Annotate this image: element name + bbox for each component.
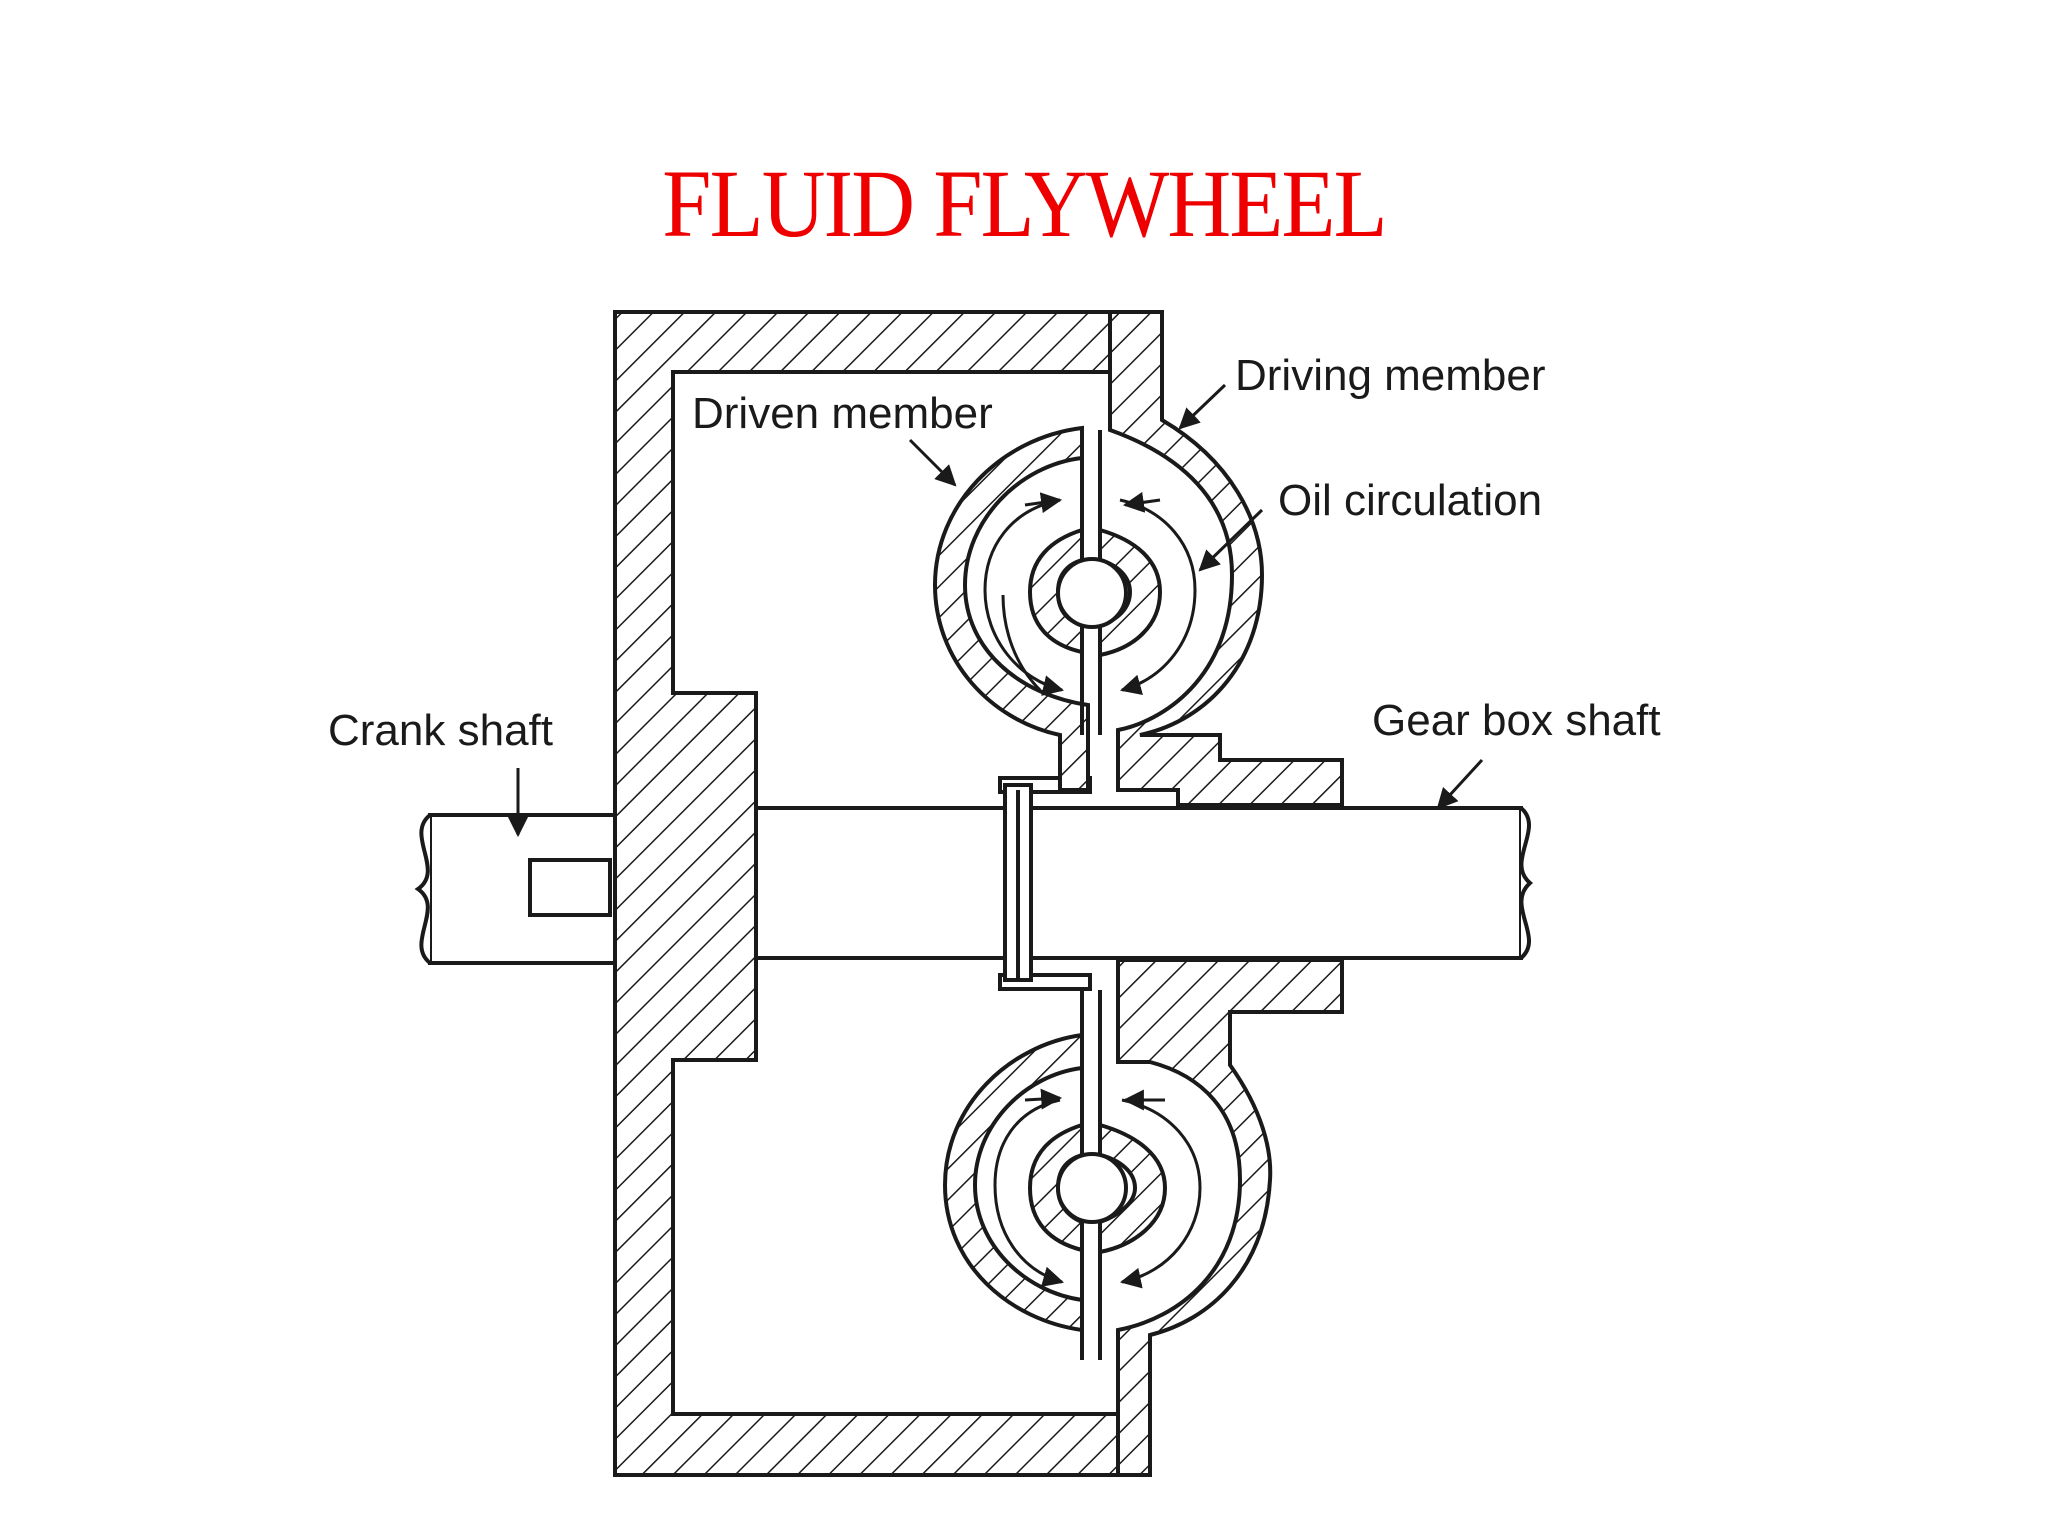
diagram-title: FLUID FLYWHEEL bbox=[662, 150, 1387, 257]
driving-member-leader bbox=[1178, 383, 1227, 430]
label-gear-box-shaft: Gear box shaft bbox=[1372, 696, 1661, 745]
oil-circulation-arrows-lower bbox=[993, 1088, 1202, 1289]
oil-circulation-leader bbox=[1198, 508, 1264, 572]
driving-member-lower bbox=[1116, 958, 1344, 1477]
driven-member-upper bbox=[932, 425, 1090, 792]
driving-inner-core-lower bbox=[1098, 1122, 1168, 1255]
leader-lines bbox=[507, 383, 1484, 838]
driving-inner-core-upper bbox=[1098, 527, 1163, 658]
driving-member-upper bbox=[1108, 310, 1344, 807]
label-driving-member: Driving member bbox=[1235, 351, 1546, 400]
gear-box-shaft-leader bbox=[1436, 758, 1484, 810]
label-driven-member: Driven member bbox=[692, 389, 993, 438]
oil-circulation-arrows-upper bbox=[983, 491, 1197, 696]
driven-member-leader bbox=[908, 438, 957, 487]
crank-shaft bbox=[414, 813, 617, 965]
label-crank-shaft: Crank shaft bbox=[328, 706, 553, 755]
gear-box-shaft bbox=[754, 806, 1534, 960]
label-oil-circulation: Oil circulation bbox=[1278, 476, 1542, 525]
